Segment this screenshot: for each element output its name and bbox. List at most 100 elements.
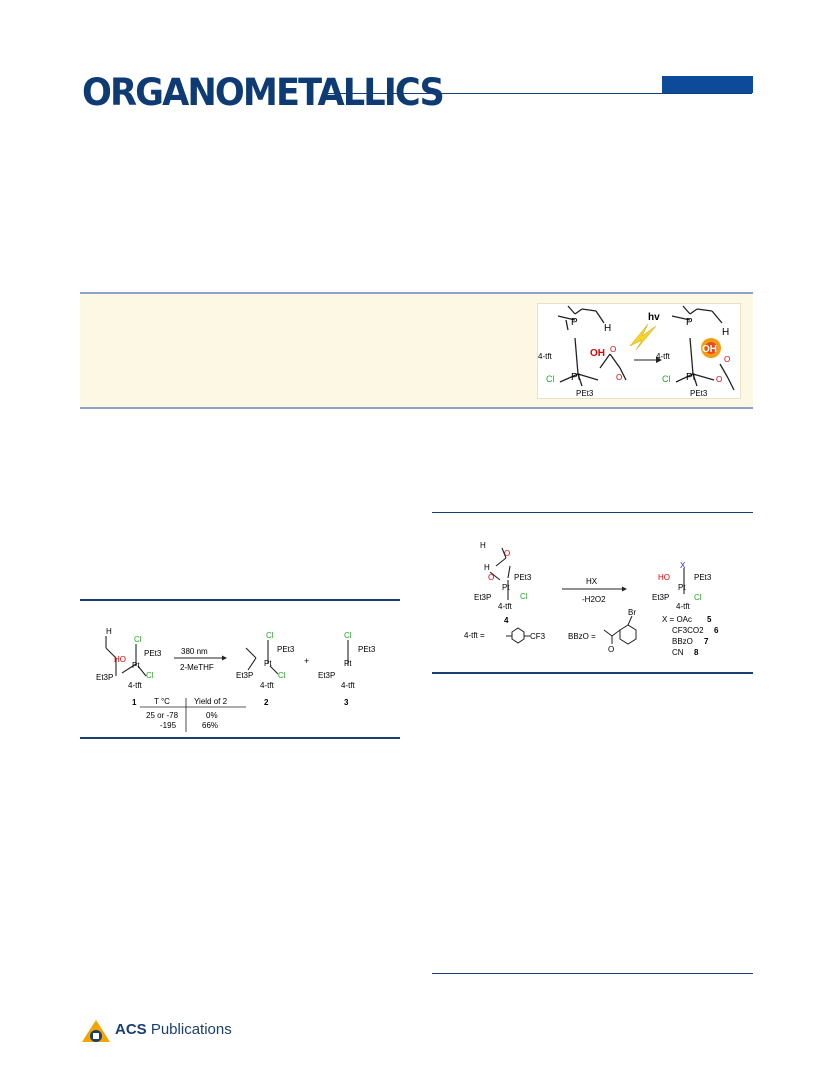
c3-cl: Cl: [344, 631, 352, 640]
c3-pet3: PEt3: [358, 645, 376, 654]
bbzo-o: O: [608, 645, 614, 654]
c4-h: H: [484, 563, 490, 572]
toc-tft-left: 4-tft: [538, 352, 553, 361]
scheme1: H Cl PEt3 HO Pt Cl Et3P 4-tft 1 380 nm 2…: [96, 618, 396, 733]
scheme1-table-cell: -195: [160, 721, 177, 730]
c2-cl-bottom: Cl: [278, 671, 286, 680]
scheme2-top-rule: [432, 512, 753, 513]
bbzo-structure: [603, 615, 637, 645]
toc-h-left: H: [604, 323, 611, 334]
tft-definition: 4-tft =: [464, 631, 485, 640]
toc-arrowhead: [656, 357, 662, 363]
c1-et3p: Et3P: [96, 673, 113, 682]
abstract-bottom-rule: [80, 407, 753, 409]
product-x-list-1: CF3CO2: [672, 626, 704, 635]
c1-cl-top: Cl: [134, 635, 142, 644]
toc-o-right: O: [724, 355, 730, 364]
c2-pet3: PEt3: [277, 645, 295, 654]
c1-cl-bottom: Cl: [146, 671, 154, 680]
c4-o-top: O: [504, 549, 510, 558]
product-x-list-3: CN: [672, 648, 684, 657]
scheme2-arrowhead: [622, 586, 627, 592]
compound2-label: 2: [264, 698, 269, 707]
scheme1-arrowhead: [222, 655, 227, 661]
scheme1-condition-top: 380 nm: [181, 647, 208, 656]
toc-pt-left: Pt: [571, 372, 581, 383]
c4-pet3: PEt3: [514, 573, 532, 582]
scheme1-top-rule: [80, 599, 400, 601]
compound2-structure: [245, 640, 279, 675]
product-x-list-0: X = OAc: [662, 615, 692, 624]
toc-pet3-left: PEt3: [576, 389, 594, 398]
c2-et3p: Et3P: [236, 671, 253, 680]
toc-hv-label: hv: [648, 312, 660, 323]
journal-title: ORGANOMETALLICS: [82, 71, 445, 114]
toc-cl-right: Cl: [662, 374, 671, 384]
scheme2-reagent-top: HX: [586, 577, 598, 586]
toc-p-left: P: [571, 317, 578, 328]
scheme1-svg: H Cl PEt3 HO Pt Cl Et3P 4-tft 1 380 nm 2…: [96, 627, 376, 732]
compound3-label: 3: [344, 698, 349, 707]
c4-et3p: Et3P: [474, 593, 491, 602]
lightning-icon: [629, 323, 657, 351]
c1-h: H: [106, 627, 112, 636]
product-pt: Pt: [678, 583, 686, 592]
toc-graphic-svg: P H 4-tft Pt OH Cl PEt3 O O hv P: [538, 305, 735, 398]
c3-et3p: Et3P: [318, 671, 335, 680]
compound4-structure: [489, 547, 511, 600]
toc-oh-left: OH: [590, 348, 605, 359]
toc-o2-right: O: [716, 375, 722, 384]
c1-pt: Pt: [132, 661, 140, 670]
product-x: X: [680, 561, 686, 570]
publisher-bold: ACS: [115, 1021, 147, 1038]
product-tft: 4-tft: [676, 602, 691, 611]
product-ho: HO: [658, 573, 670, 582]
scheme2-svg: H O H O PEt3 Pt Et3P Cl 4-tft 4 HX -H2O2…: [464, 541, 719, 657]
product-et3p: Et3P: [652, 593, 669, 602]
scheme1-table-header-0: T °C: [154, 697, 170, 706]
product-num-8: 8: [694, 648, 699, 657]
toc-tft-right: 4-tft: [656, 352, 671, 361]
scheme2: H O H O PEt3 Pt Et3P Cl 4-tft 4 HX -H2O2…: [462, 536, 752, 668]
c4-pt: Pt: [502, 583, 510, 592]
c3-tft: 4-tft: [341, 681, 356, 690]
scheme1-plus: +: [304, 656, 309, 666]
c2-pt: Pt: [264, 659, 272, 668]
scheme1-table-cell: 0%: [206, 711, 218, 720]
scheme1-condition-bottom: 2-MeTHF: [180, 663, 214, 672]
oh-radical-core-icon: [705, 342, 717, 354]
product-num-5: 5: [707, 615, 712, 624]
scheme1-table-cell: 66%: [202, 721, 218, 730]
header-corner-block: [662, 76, 753, 93]
product-cl: Cl: [694, 593, 702, 602]
c4-h-top: H: [480, 541, 486, 550]
toc-oh-right: OH: [702, 344, 717, 355]
scheme1-table-header-1: Yield of 2: [194, 697, 228, 706]
toc-p-right: P: [686, 317, 693, 328]
abstract-top-rule: [80, 292, 753, 294]
toc-o-left: O: [610, 345, 616, 354]
c2-tft: 4-tft: [260, 681, 275, 690]
toc-o2-left: O: [616, 373, 622, 382]
c4-o: O: [488, 573, 494, 582]
tft-cf3: CF3: [530, 632, 546, 641]
toc-reactant-structure: [557, 305, 627, 387]
toc-graphic: P H 4-tft Pt OH Cl PEt3 O O hv P: [537, 303, 741, 399]
scheme1-table-cell: 25 or -78: [146, 711, 179, 720]
publisher-rest: Publications: [146, 1021, 232, 1038]
scheme2-bottom-rule: [432, 672, 753, 674]
bbzo-definition: BBzO =: [568, 632, 596, 641]
product-num-6: 6: [714, 626, 719, 635]
right-column-bottom-rule: [432, 973, 753, 974]
toc-pt-right: Pt: [686, 372, 696, 383]
toc-pet3-right: PEt3: [690, 389, 708, 398]
product-pet3: PEt3: [694, 573, 712, 582]
compound1-label: 1: [132, 698, 137, 707]
toc-product-structure: [671, 305, 735, 391]
toc-h-right: H: [722, 327, 729, 338]
c1-ho: HO: [114, 655, 126, 664]
c2-cl-top: Cl: [266, 631, 274, 640]
acs-logo-icon: [80, 1018, 112, 1048]
publisher-name: ACS Publications: [115, 1021, 232, 1038]
toc-cl-left: Cl: [546, 374, 555, 384]
